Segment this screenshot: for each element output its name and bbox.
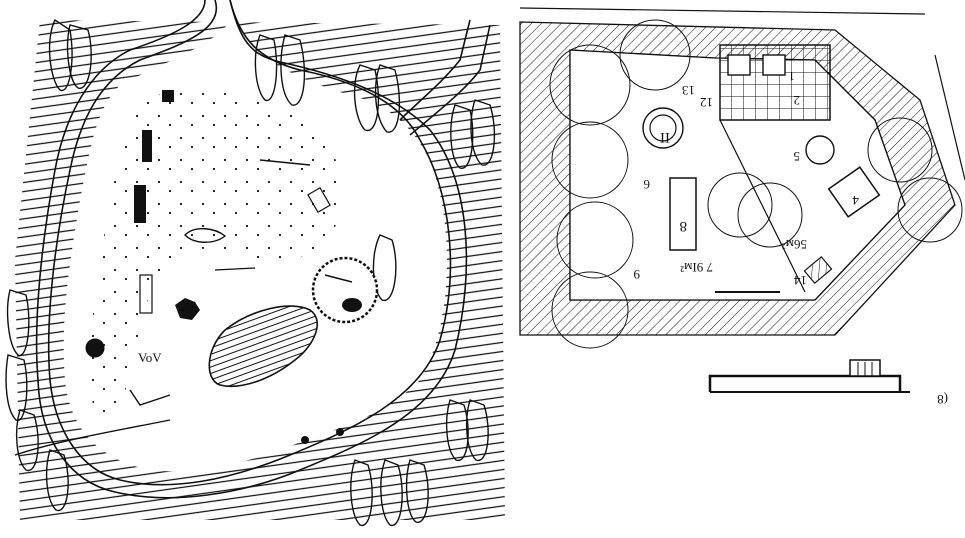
tree-16 bbox=[350, 459, 373, 526]
path-outer-edge bbox=[47, 0, 452, 486]
courtyard-plan-right: 1 2 4 5 6 7 9Iм² 8 9 II 12 13 14 56м² (8 bbox=[515, 0, 965, 538]
tree-canopy-1 bbox=[549, 44, 631, 126]
item-2-box bbox=[762, 54, 786, 76]
label-area: 56м² bbox=[782, 237, 807, 252]
item-11-ring bbox=[642, 107, 684, 149]
item-1-box bbox=[727, 54, 751, 76]
tree-canopy-6 bbox=[707, 172, 773, 238]
tree-11 bbox=[15, 409, 39, 471]
pond bbox=[208, 305, 319, 388]
tree-9 bbox=[6, 289, 30, 356]
item-4-box bbox=[827, 166, 881, 218]
plan-text-vov: VoV bbox=[138, 350, 162, 365]
path-branch-right-2 bbox=[409, 24, 491, 136]
tree-7 bbox=[450, 104, 474, 169]
path-inner-edge bbox=[35, 0, 468, 499]
tree-18 bbox=[405, 459, 429, 523]
equipment-beam bbox=[259, 159, 311, 166]
lamp-1 bbox=[301, 436, 309, 444]
label-11: II bbox=[660, 129, 670, 145]
equipment-ball bbox=[85, 338, 105, 358]
tree-12 bbox=[45, 449, 69, 511]
tree-canopy-5 bbox=[551, 271, 629, 349]
equipment-bench-2 bbox=[134, 185, 146, 223]
trees-group bbox=[5, 18, 496, 526]
equipment-spider bbox=[175, 298, 200, 320]
tree-canopy-2 bbox=[619, 19, 691, 91]
street-line-right bbox=[934, 54, 965, 181]
tree-10 bbox=[5, 354, 28, 421]
tree-canopy-4 bbox=[556, 201, 634, 279]
round-sandpit bbox=[311, 256, 379, 324]
equipment-boat bbox=[184, 228, 227, 243]
tree-canopy-8 bbox=[867, 117, 933, 183]
tree-5 bbox=[353, 64, 380, 131]
panel-letter: (8 bbox=[937, 392, 948, 407]
tree-6 bbox=[374, 64, 401, 133]
courtyard-plan-drawing: 1 2 4 5 6 7 9Iм² 8 9 II 12 13 14 56м² (8 bbox=[519, 7, 965, 407]
path-branch-bottom bbox=[14, 419, 171, 456]
street-line-top bbox=[519, 7, 926, 15]
equipment-bench-1 bbox=[142, 130, 152, 162]
label-2: 2 bbox=[794, 93, 801, 108]
label-6: 6 bbox=[643, 177, 650, 192]
tree-1 bbox=[48, 18, 73, 91]
tree-canopy-7 bbox=[737, 182, 803, 248]
item-8-table bbox=[669, 177, 697, 251]
item-5-fountain bbox=[805, 135, 835, 165]
equipment-frame bbox=[307, 187, 331, 213]
tree-3 bbox=[254, 34, 278, 101]
sandpit-object bbox=[342, 298, 362, 312]
tree-2 bbox=[66, 24, 92, 89]
elevation-wall bbox=[708, 374, 902, 392]
label-7: 7 9Iм² bbox=[680, 260, 713, 275]
equipment-slide bbox=[129, 389, 171, 406]
label-8: 8 bbox=[680, 218, 688, 234]
sandpit-arrow bbox=[324, 274, 353, 283]
label-14: 14 bbox=[794, 273, 808, 288]
tree-canopies bbox=[549, 19, 963, 349]
label-9: 9 bbox=[634, 267, 641, 282]
label-12: 12 bbox=[700, 95, 713, 110]
tree-4 bbox=[280, 34, 306, 106]
park-plan-drawing: VoV bbox=[5, 0, 505, 526]
tree-canopy-9 bbox=[897, 177, 963, 243]
label-1: 1 bbox=[789, 69, 796, 84]
diagonal-path bbox=[719, 119, 806, 293]
equipment-rail bbox=[214, 267, 256, 271]
label-5: 5 bbox=[794, 149, 801, 164]
sand-stipple bbox=[90, 90, 340, 431]
item-11-inner bbox=[649, 114, 677, 142]
tree-14 bbox=[445, 399, 469, 461]
tree-canopy-3 bbox=[551, 121, 629, 199]
path-branch-right bbox=[399, 19, 471, 121]
item-14 bbox=[803, 255, 833, 285]
label-13: 13 bbox=[682, 83, 695, 98]
lamp-2 bbox=[336, 428, 344, 436]
tree-15 bbox=[465, 399, 489, 461]
tree-13 bbox=[372, 234, 397, 301]
tree-8 bbox=[470, 99, 496, 166]
equipment-ladder bbox=[139, 274, 153, 314]
park-plan-left: VoV bbox=[5, 0, 505, 526]
equipment-1 bbox=[162, 90, 174, 102]
label-4: 4 bbox=[852, 193, 859, 208]
tree-17 bbox=[380, 459, 403, 526]
